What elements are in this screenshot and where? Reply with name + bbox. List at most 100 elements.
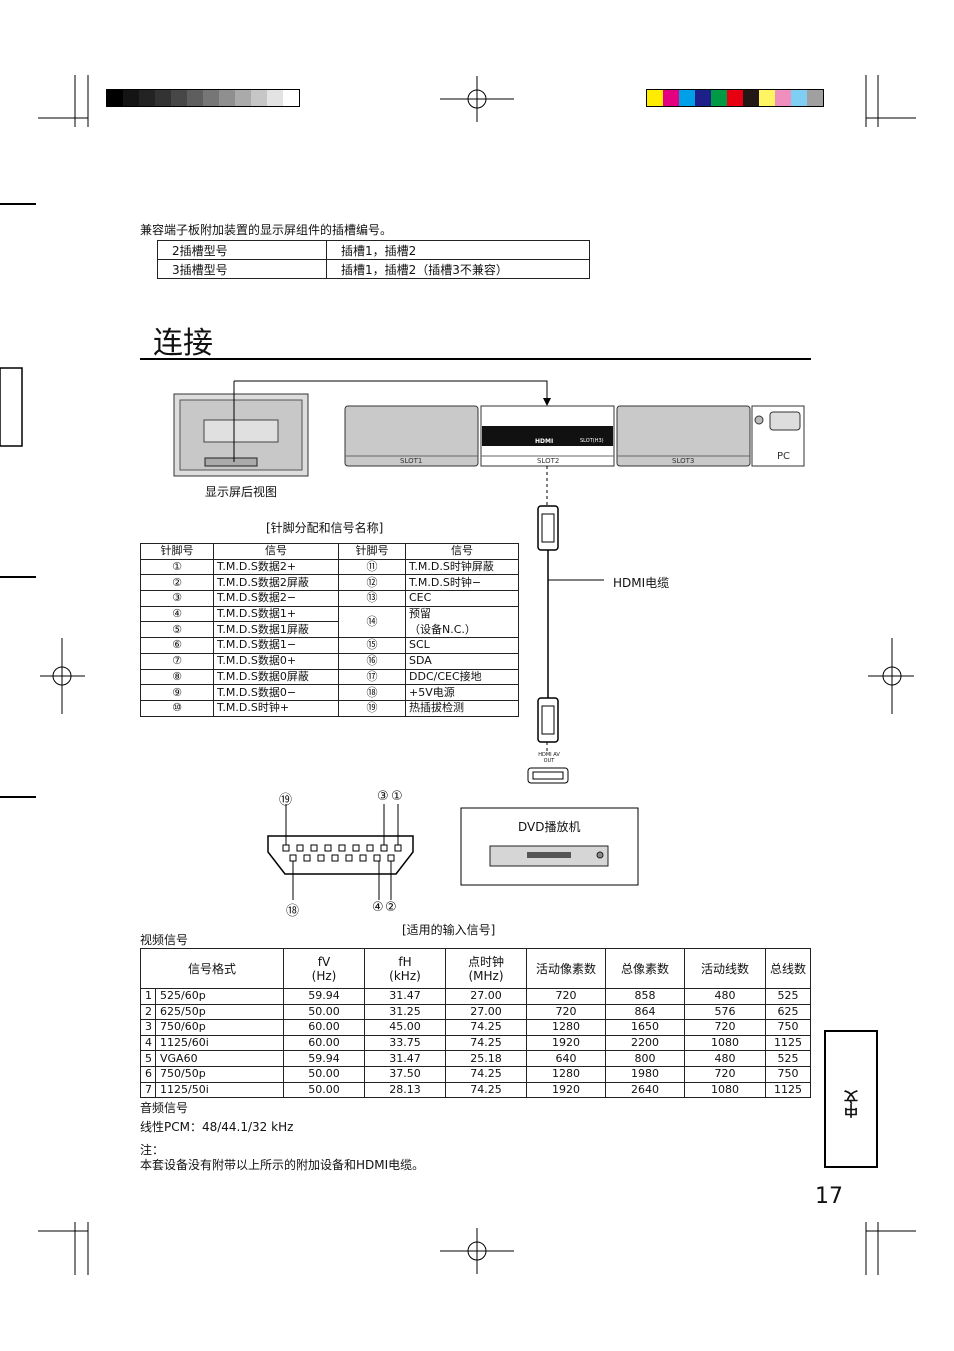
pin-callout: ⑲ — [279, 793, 293, 808]
signal-value: 2640 — [605, 1081, 685, 1099]
signal-value: 74.25 — [445, 1019, 527, 1036]
slot-model: 3插槽型号 — [157, 259, 327, 279]
signal-value: 640 — [526, 1050, 606, 1067]
col-header: 总像素数 — [605, 948, 685, 989]
slot-numbers: 插槽1，插槽2 — [326, 240, 590, 260]
pin-number: ⑨ — [140, 684, 214, 701]
table-row: 3插槽型号 插槽1，插槽2（插槽3不兼容） — [157, 259, 590, 279]
slot-numbers: 插槽1，插槽2（插槽3不兼容） — [326, 259, 590, 279]
signal-value: 720 — [684, 1065, 766, 1083]
signal-value: 60.00 — [283, 1034, 365, 1052]
row-index: 5 — [140, 1050, 156, 1067]
signal-value: 25.18 — [445, 1050, 527, 1067]
table-row: 2插槽型号 插槽1，插槽2 — [157, 240, 590, 260]
signal-value: 750 — [765, 1065, 811, 1083]
signal-value: 31.47 — [364, 988, 446, 1005]
pin-number: ⑫ — [338, 574, 406, 592]
pin-signal: （设备N.C.） — [405, 621, 519, 639]
pin-number: ⑬ — [338, 590, 406, 607]
fv-header: fV(Hz) — [311, 954, 337, 983]
signal-value: 50.00 — [283, 1065, 365, 1083]
section-title: 连接 — [153, 326, 213, 361]
signal-value: 28.13 — [364, 1081, 446, 1099]
cable-label: HDMI电缆 — [613, 576, 670, 590]
signal-value: 480 — [684, 1050, 766, 1067]
signal-table-title: [适用的输入信号] — [402, 923, 496, 937]
clock-header: 点时钟(MHz) — [467, 954, 504, 983]
display-rear-caption: 显示屏后视图 — [205, 485, 278, 499]
signal-value: 1125 — [765, 1034, 811, 1052]
signal-value: 720 — [526, 988, 606, 1005]
signal-value: 74.25 — [445, 1065, 527, 1083]
intro-text: 兼容端子板附加装置的显示屏组件的插槽编号。 — [140, 223, 393, 237]
table-header-row: 信号格式 fV(Hz) fH(kHz) 点时钟(MHz) 活动像素数 总像素数 … — [140, 948, 811, 989]
col-header: 信号 — [405, 543, 519, 560]
row-index: 2 — [140, 1003, 156, 1021]
color-bar — [646, 89, 824, 107]
pin-number: ⑭ — [338, 605, 406, 639]
video-signal-label: 视频信号 — [140, 933, 189, 947]
slot-table: 2插槽型号 插槽1，插槽2 3插槽型号 插槽1，插槽2（插槽3不兼容） — [157, 240, 590, 279]
pin-signal: T.M.D.S数据0+ — [213, 652, 339, 670]
signal-value: 45.00 — [364, 1019, 446, 1036]
pin-number: ⑧ — [140, 668, 214, 686]
pin-callout: ③ — [377, 789, 389, 804]
signal-value: 74.25 — [445, 1081, 527, 1099]
page-number: 17 — [815, 1184, 843, 1209]
pin-number: ⑪ — [338, 558, 406, 576]
pin-signal: SCL — [405, 637, 519, 654]
note-label: 注： — [140, 1143, 165, 1157]
grayscale-bar — [106, 89, 300, 107]
signal-format: 750/50p — [155, 1065, 284, 1083]
signal-format: 625/50p — [155, 1003, 284, 1021]
pin-number: ⑮ — [338, 637, 406, 654]
signal-format: 525/60p — [155, 988, 284, 1005]
signal-value: 576 — [684, 1003, 766, 1021]
audio-label: 音频信号 — [140, 1101, 189, 1115]
title-rule — [140, 358, 811, 360]
signal-value: 37.50 — [364, 1065, 446, 1083]
pin-number: ① — [140, 558, 214, 576]
side-tab-label: 中文 — [844, 1090, 860, 1118]
signal-format: 1125/50i — [155, 1081, 284, 1099]
signal-table: 信号格式 fV(Hz) fH(kHz) 点时钟(MHz) 活动像素数 总像素数 … — [140, 948, 811, 1099]
signal-format: VGA60 — [155, 1050, 284, 1067]
signal-value: 1280 — [526, 1065, 606, 1083]
row-index: 4 — [140, 1034, 156, 1052]
signal-value: 1280 — [526, 1019, 606, 1036]
col-header: 总线数 — [765, 948, 811, 989]
display-rear-view — [173, 381, 309, 477]
signal-value: 720 — [526, 1003, 606, 1021]
col-header: 活动像素数 — [526, 948, 606, 989]
pin-number: ③ — [140, 590, 214, 607]
signal-value: 31.25 — [364, 1003, 446, 1021]
signal-value: 800 — [605, 1050, 685, 1067]
pin-signal: T.M.D.S时钟− — [405, 574, 519, 592]
signal-value: 720 — [684, 1019, 766, 1036]
row-index: 6 — [140, 1065, 156, 1083]
pin-number: ⑥ — [140, 637, 214, 654]
pin-signal: +5V电源 — [405, 684, 519, 701]
hdmi-logo: HDMI — [535, 438, 554, 445]
col-header: 活动线数 — [684, 948, 766, 989]
slot1-label: SLOT1 — [400, 457, 423, 465]
pin-signal: 预留 — [405, 605, 519, 622]
pin-signal: T.M.D.S数据1+ — [213, 605, 339, 623]
signal-value: 525 — [765, 1050, 811, 1067]
row-index: 7 — [140, 1081, 156, 1099]
slot-id: SLOT(H3) — [580, 438, 604, 444]
pin-signal: 热插拔检测 — [405, 699, 519, 717]
slot2-label: SLOT2 — [537, 457, 560, 465]
audio-value: 线性PCM：48/44.1/32 kHz — [140, 1120, 294, 1134]
